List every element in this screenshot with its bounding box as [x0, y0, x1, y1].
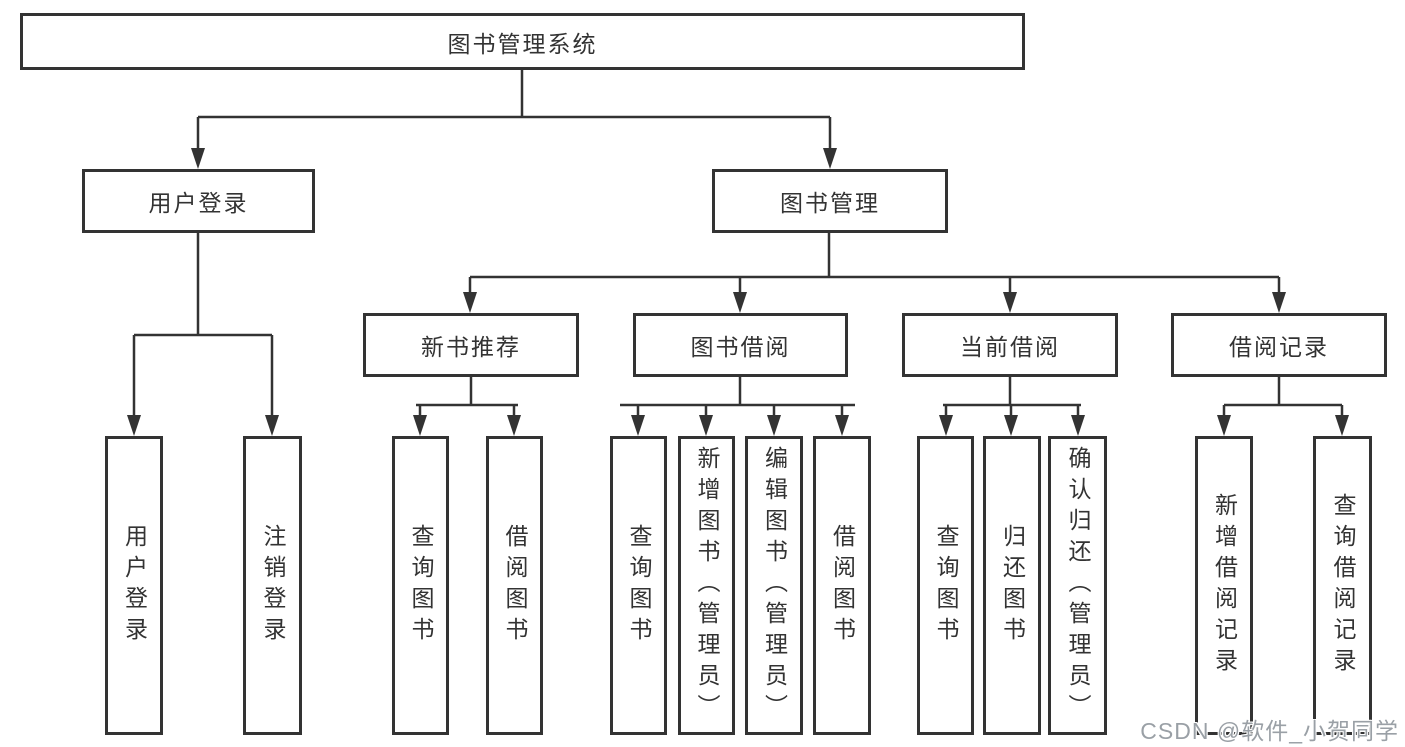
node-book-borrowing: 图书借阅 [633, 313, 848, 377]
leaf-borrowing-borrow-books: 借阅图书 [813, 436, 871, 735]
node-root: 图书管理系统 [20, 13, 1025, 70]
leaf-current-return-books-label: 归还图书 [999, 523, 1026, 648]
leaf-recommend-borrow-books-label: 借阅图书 [502, 523, 528, 648]
leaf-records-add-record: 新增借阅记录 [1195, 436, 1253, 735]
leaf-user-login-label: 用户登录 [121, 523, 148, 648]
leaf-current-return-books: 归还图书 [983, 436, 1041, 735]
leaf-records-query-record: 查询借阅记录 [1313, 436, 1372, 735]
node-borrowing-records: 借阅记录 [1171, 313, 1387, 377]
leaf-borrowing-add-books-admin: 新增图书（管理员） [678, 436, 735, 735]
watermark: CSDN @软件_小贺同学 [1140, 718, 1399, 744]
node-book-borrowing-label: 图书借阅 [690, 334, 791, 360]
arrowhead-icons [127, 148, 1349, 436]
leaf-logout-label: 注销登录 [260, 523, 286, 648]
leaf-recommend-query-books-label: 查询图书 [408, 523, 434, 648]
node-root-label: 图书管理系统 [447, 30, 598, 57]
leaf-current-query-books: 查询图书 [917, 436, 974, 735]
leaf-records-add-record-label: 新增借阅记录 [1211, 492, 1238, 679]
node-book-management-label: 图书管理 [780, 190, 880, 216]
leaf-borrowing-add-books-admin-label: 新增图书（管理员） [694, 446, 720, 725]
node-borrowing-records-label: 借阅记录 [1229, 334, 1329, 360]
leaf-current-query-books-label: 查询图书 [933, 523, 959, 648]
leaf-records-query-record-label: 查询借阅记录 [1330, 492, 1356, 679]
node-book-management: 图书管理 [712, 169, 948, 233]
leaf-borrowing-query-books: 查询图书 [610, 436, 667, 735]
leaf-recommend-borrow-books: 借阅图书 [486, 436, 543, 735]
leaf-borrowing-edit-books-admin: 编辑图书（管理员） [745, 436, 803, 735]
connector-lines [132, 69, 1344, 420]
node-current-borrowing-label: 当前借阅 [960, 334, 1060, 360]
leaf-current-confirm-return-admin-label: 确认归还（管理员） [1065, 446, 1091, 725]
node-new-book-recommend: 新书推荐 [363, 313, 579, 377]
node-user-login: 用户登录 [82, 169, 315, 233]
node-user-login-label: 用户登录 [148, 190, 249, 216]
leaf-borrowing-borrow-books-label: 借阅图书 [829, 523, 856, 648]
leaf-logout: 注销登录 [243, 436, 302, 735]
node-new-book-recommend-label: 新书推荐 [421, 334, 521, 360]
node-current-borrowing: 当前借阅 [902, 313, 1118, 377]
leaf-current-confirm-return-admin: 确认归还（管理员） [1048, 436, 1107, 735]
leaf-user-login: 用户登录 [105, 436, 163, 735]
leaf-borrowing-query-books-label: 查询图书 [626, 523, 652, 648]
leaf-borrowing-edit-books-admin-label: 编辑图书（管理员） [761, 446, 788, 725]
leaf-recommend-query-books: 查询图书 [392, 436, 449, 735]
